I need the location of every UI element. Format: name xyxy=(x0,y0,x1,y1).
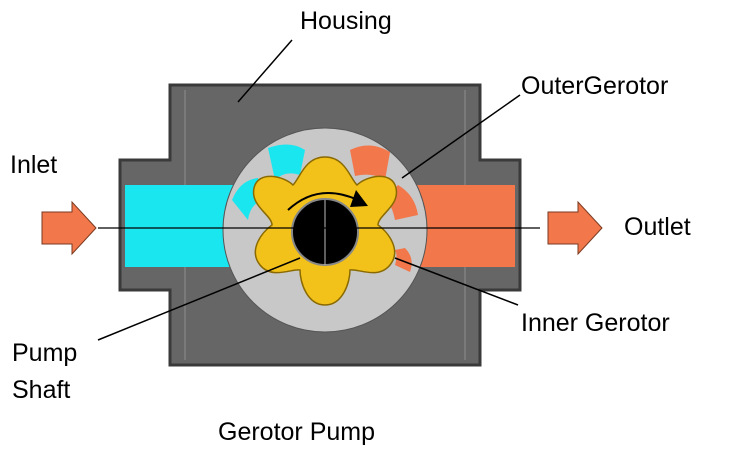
housing-leader xyxy=(237,39,293,103)
pump-label: Pump xyxy=(12,339,77,367)
outlet-label: Outlet xyxy=(624,213,691,241)
rotation-arrow-icon xyxy=(287,190,368,211)
pump-shaft-leader xyxy=(97,257,301,341)
outer-gerotor-label: OuterGerotor xyxy=(521,72,668,100)
inlet-arrow-icon xyxy=(41,200,97,256)
caption: Gerotor Pump xyxy=(218,418,375,446)
inner-gerotor-leader xyxy=(394,257,519,306)
outlet-pocket-right-low xyxy=(395,248,412,272)
inlet-label: Inlet xyxy=(10,151,57,179)
shaft-label: Shaft xyxy=(12,376,70,404)
outlet-channel xyxy=(415,185,515,267)
outer-gerotor-leader xyxy=(401,94,521,179)
inlet-pocket-top xyxy=(268,144,305,180)
inner-gerotor-label: Inner Gerotor xyxy=(521,309,670,337)
outlet-arrow-icon xyxy=(547,200,603,256)
housing-label: Housing xyxy=(300,7,392,35)
inlet-channel xyxy=(125,185,235,267)
outlet-pocket-top xyxy=(350,145,390,180)
